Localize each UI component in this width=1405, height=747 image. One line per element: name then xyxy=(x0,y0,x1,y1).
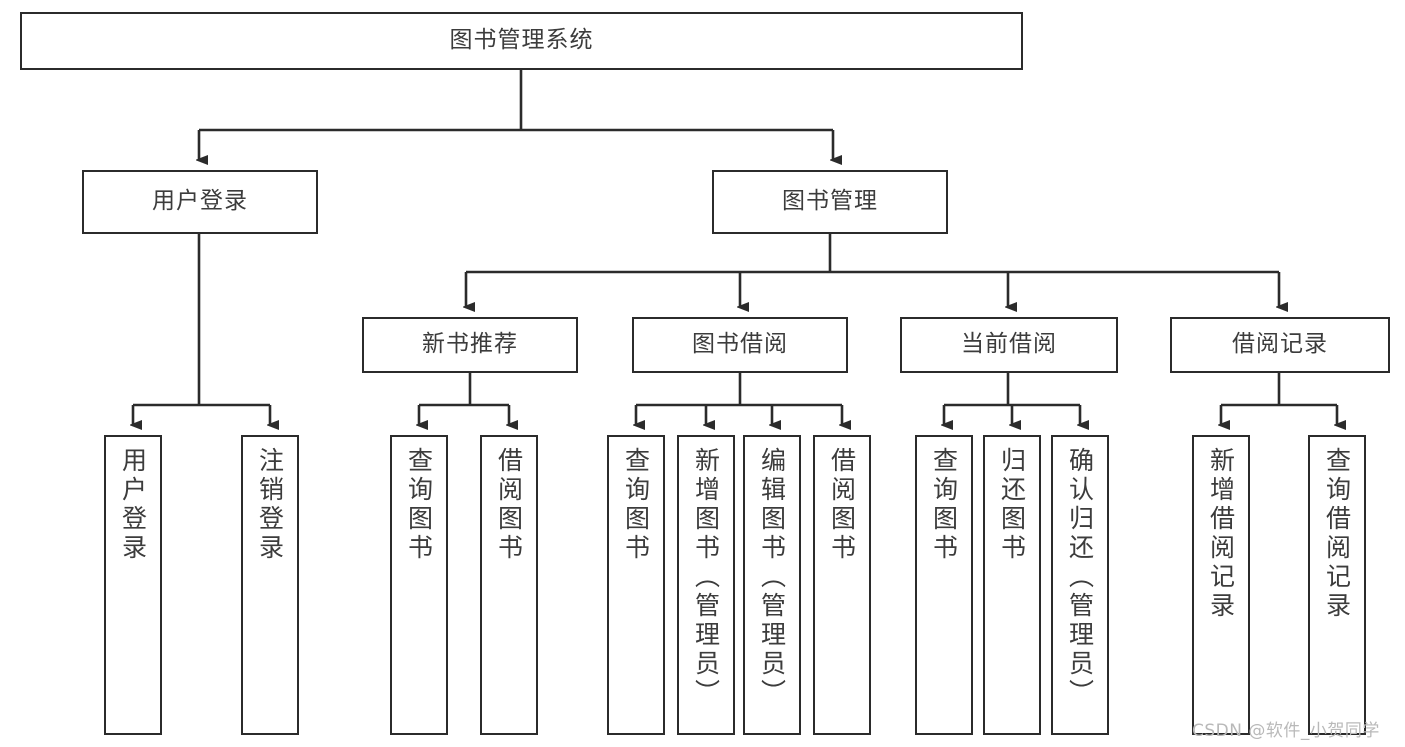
node-leaf-query-book-2-label: 查询图书 xyxy=(621,447,651,563)
csdn-watermark: CSDN @软件_小贺同学 xyxy=(1192,721,1380,741)
node-leaf-query-book-2[interactable]: 查询图书 xyxy=(607,435,665,735)
node-leaf-query-record-label: 查询借阅记录 xyxy=(1322,447,1352,621)
node-current-borrow-label: 当前借阅 xyxy=(961,331,1057,358)
node-current-borrow[interactable]: 当前借阅 xyxy=(900,317,1118,373)
node-leaf-confirm-return-label: 确认归还（管理员） xyxy=(1065,447,1095,708)
node-user-login-label: 用户登录 xyxy=(152,188,248,215)
node-leaf-user-login[interactable]: 用户登录 xyxy=(104,435,162,735)
node-leaf-query-record[interactable]: 查询借阅记录 xyxy=(1308,435,1366,735)
node-leaf-add-book-label: 新增图书（管理员） xyxy=(691,447,721,708)
node-new-book-rec-label: 新书推荐 xyxy=(422,331,518,358)
node-leaf-query-book-3-label: 查询图书 xyxy=(929,447,959,563)
node-new-book-rec[interactable]: 新书推荐 xyxy=(362,317,578,373)
node-leaf-edit-book[interactable]: 编辑图书（管理员） xyxy=(743,435,801,735)
node-leaf-borrow-book-2[interactable]: 借阅图书 xyxy=(813,435,871,735)
node-leaf-borrow-book-1-label: 借阅图书 xyxy=(494,447,524,563)
node-borrow-record-label: 借阅记录 xyxy=(1232,331,1328,358)
node-borrow-record[interactable]: 借阅记录 xyxy=(1170,317,1390,373)
node-leaf-edit-book-label: 编辑图书（管理员） xyxy=(757,447,787,708)
node-leaf-query-book-1[interactable]: 查询图书 xyxy=(390,435,448,735)
node-user-login[interactable]: 用户登录 xyxy=(82,170,318,234)
node-book-manage[interactable]: 图书管理 xyxy=(712,170,948,234)
node-leaf-add-record-label: 新增借阅记录 xyxy=(1206,447,1236,621)
node-root[interactable]: 图书管理系统 xyxy=(20,12,1023,70)
node-leaf-add-record[interactable]: 新增借阅记录 xyxy=(1192,435,1250,735)
node-leaf-user-logout-label: 注销登录 xyxy=(255,447,285,563)
node-leaf-query-book-1-label: 查询图书 xyxy=(404,447,434,563)
node-root-label: 图书管理系统 xyxy=(449,27,594,54)
node-leaf-user-logout[interactable]: 注销登录 xyxy=(241,435,299,735)
node-leaf-return-book[interactable]: 归还图书 xyxy=(983,435,1041,735)
node-leaf-query-book-3[interactable]: 查询图书 xyxy=(915,435,973,735)
node-leaf-confirm-return[interactable]: 确认归还（管理员） xyxy=(1051,435,1109,735)
node-book-borrow-label: 图书借阅 xyxy=(692,331,788,358)
node-leaf-user-login-label: 用户登录 xyxy=(118,447,148,563)
node-leaf-add-book[interactable]: 新增图书（管理员） xyxy=(677,435,735,735)
node-leaf-borrow-book-1[interactable]: 借阅图书 xyxy=(480,435,538,735)
node-leaf-borrow-book-2-label: 借阅图书 xyxy=(827,447,857,563)
node-book-borrow[interactable]: 图书借阅 xyxy=(632,317,848,373)
node-book-manage-label: 图书管理 xyxy=(782,188,878,215)
node-leaf-return-book-label: 归还图书 xyxy=(997,447,1027,563)
